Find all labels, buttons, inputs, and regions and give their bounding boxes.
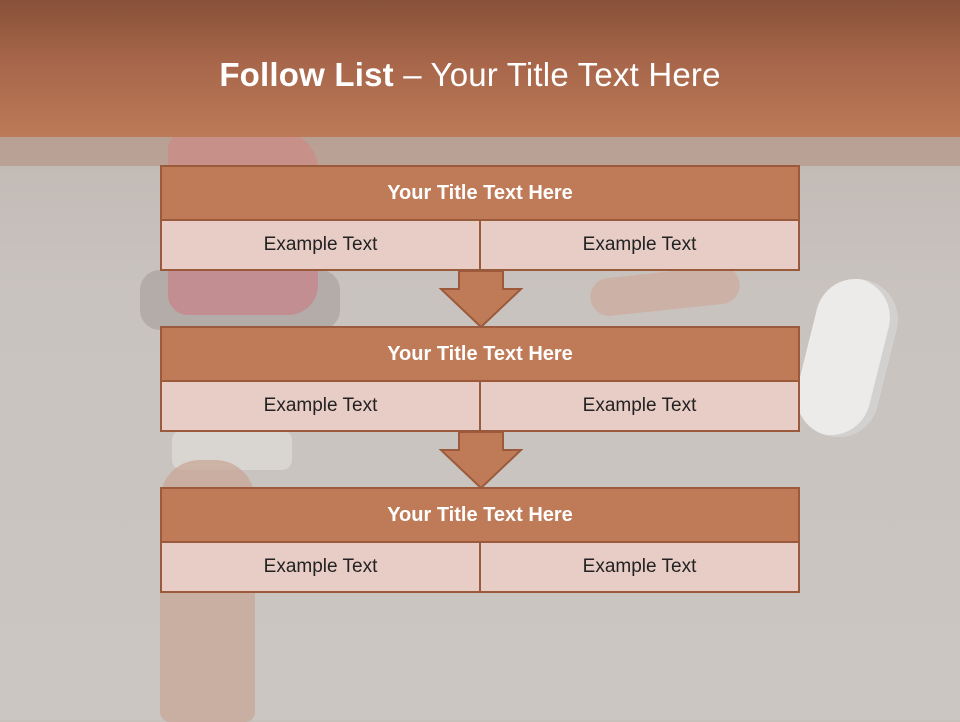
- item-title: Your Title Text Here: [160, 487, 800, 543]
- runner-hand: [588, 264, 742, 318]
- down-arrow-icon: [438, 271, 524, 329]
- item-left-text: Example Text: [162, 221, 479, 269]
- follow-list-item-3: Your Title Text Here Example Text Exampl…: [160, 487, 800, 593]
- item-left-text: Example Text: [162, 543, 479, 591]
- item-right-text: Example Text: [479, 543, 798, 591]
- down-arrow-icon: [438, 432, 524, 490]
- item-left-text: Example Text: [162, 382, 479, 430]
- slide-title-bold: Follow List: [219, 56, 394, 93]
- follow-list-item-1: Your Title Text Here Example Text Exampl…: [160, 165, 800, 271]
- follow-list-item-2: Your Title Text Here Example Text Exampl…: [160, 326, 800, 432]
- item-title: Your Title Text Here: [160, 326, 800, 382]
- item-cells: Example Text Example Text: [160, 543, 800, 593]
- title-bar-band: [0, 137, 960, 166]
- slide-title: Follow List – Your Title Text Here: [0, 56, 940, 94]
- item-right-text: Example Text: [479, 382, 798, 430]
- slide-title-rest: – Your Title Text Here: [393, 56, 721, 93]
- runner-arm-shadow: [140, 270, 340, 330]
- running-shoe: [787, 270, 907, 446]
- item-cells: Example Text Example Text: [160, 382, 800, 432]
- title-bar: [0, 0, 960, 137]
- item-right-text: Example Text: [479, 221, 798, 269]
- item-title: Your Title Text Here: [160, 165, 800, 221]
- item-cells: Example Text Example Text: [160, 221, 800, 271]
